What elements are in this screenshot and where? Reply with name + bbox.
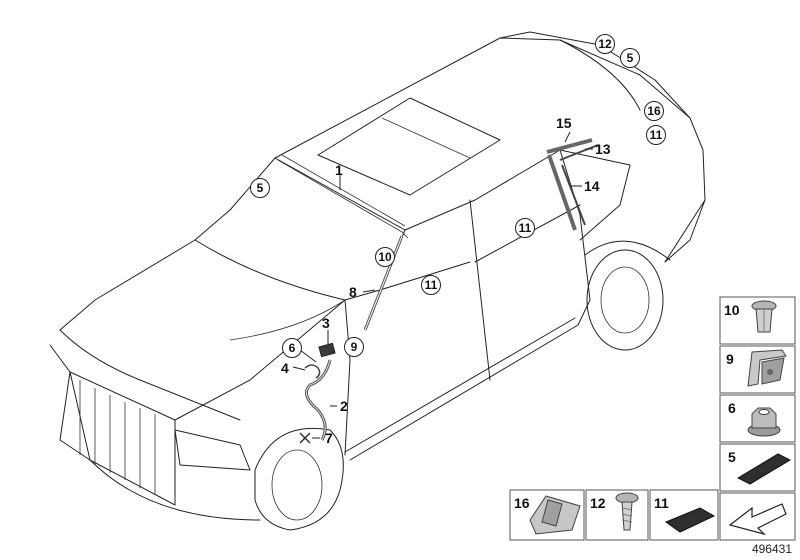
panel-16-clip-holder: 16 [509, 489, 585, 541]
callout-10: 10 [375, 247, 395, 267]
svg-text:11: 11 [519, 221, 532, 235]
svg-text:12: 12 [598, 37, 612, 51]
label-15: 15 [556, 115, 572, 131]
part-15-door-frame-trim [546, 138, 593, 154]
label-13: 13 [595, 141, 611, 157]
callout-11-rear-door: 11 [515, 218, 535, 238]
svg-text:11: 11 [425, 278, 438, 292]
svg-text:6: 6 [289, 341, 296, 355]
svg-text:11: 11 [650, 128, 663, 142]
callout-6: 6 [282, 338, 302, 358]
diagram-id: 496431 [751, 542, 792, 556]
part-1-roof-trim-strip [277, 154, 409, 239]
callout-16: 16 [644, 101, 664, 121]
part-2-cable-core [305, 359, 331, 441]
callout-11-front-door: 11 [421, 275, 441, 295]
label-14: 14 [584, 178, 600, 194]
svg-text:10: 10 [378, 250, 392, 264]
svg-text:5: 5 [257, 181, 264, 195]
part-4-clip [304, 364, 321, 379]
car-outline [49, 31, 706, 531]
panel-10-push-clip: 10 [719, 296, 796, 345]
svg-text:5: 5 [728, 449, 736, 465]
svg-text:9: 9 [351, 340, 358, 354]
svg-text:5: 5 [627, 51, 634, 65]
label-1: 1 [335, 162, 343, 178]
svg-text:12: 12 [590, 495, 606, 511]
part-3-module [318, 330, 336, 358]
label-2: 2 [340, 398, 348, 414]
svg-text:16: 16 [647, 104, 661, 118]
label-7: 7 [325, 430, 333, 446]
callout-12-top: 12 [595, 34, 615, 54]
part-8-a-pillar-strip-edge [364, 235, 403, 331]
callout-11-rear: 11 [646, 125, 666, 145]
panel-arrow-symbol [719, 492, 796, 541]
panel-11-adhesive-pad: 11 [649, 489, 719, 541]
label-8: 8 [349, 284, 357, 300]
label-4: 4 [281, 360, 289, 376]
panel-6-flange-nut: 6 [719, 394, 796, 443]
panel-12-screw: 12 [585, 489, 649, 541]
panel-5-adhesive-strip: 5 [719, 443, 796, 492]
part-7-fastener [299, 432, 320, 444]
svg-text:11: 11 [654, 495, 669, 511]
label-3: 3 [322, 315, 330, 331]
callout-9: 9 [344, 337, 364, 357]
svg-text:6: 6 [728, 400, 736, 416]
part-13-pillar-trim-inner [559, 144, 599, 226]
svg-text:10: 10 [724, 302, 740, 318]
svg-text:9: 9 [726, 351, 734, 367]
callout-5-top: 5 [620, 48, 640, 68]
panel-9-spring-clip: 9 [719, 345, 796, 394]
part-14-pillar-trim [547, 154, 577, 231]
callout-5-windshield: 5 [250, 178, 270, 198]
svg-text:16: 16 [514, 495, 530, 511]
